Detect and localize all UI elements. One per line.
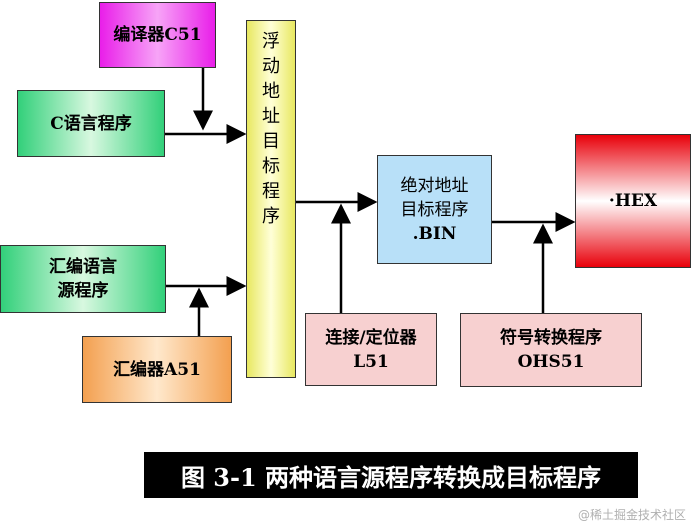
floating-target-label: 浮动地址目标程序 [262, 31, 280, 227]
linker-label-2: L51 [353, 351, 389, 372]
compiler-label: 编译器C51 [113, 25, 202, 45]
absolute-target-label-2: 目标程序 [400, 199, 469, 220]
assembler-label: 汇编器A51 [113, 359, 201, 380]
figure-caption: 图 3-1 两种语言源程序转换成目标程序 [144, 452, 638, 498]
compiler-box: 编译器C51 [99, 2, 216, 68]
hex-box: ·HEX [575, 134, 691, 268]
assembler-box: 汇编器A51 [82, 336, 232, 403]
absolute-target-box: 绝对地址 目标程序 .BIN [377, 155, 492, 264]
absolute-target-label-1: 绝对地址 [400, 175, 469, 196]
ohs-label-2: OHS51 [517, 352, 585, 372]
assembly-program-label-1: 汇编语言 [49, 257, 117, 277]
hex-label: ·HEX [608, 191, 658, 211]
linker-label-1: 连接/定位器 [325, 327, 417, 348]
absolute-target-label-3: .BIN [412, 223, 457, 244]
watermark: @稀土掘金技术社区 [577, 508, 686, 522]
floating-target-box: 浮动地址目标程序 [246, 20, 296, 378]
c-program-label: C语言程序 [50, 113, 132, 134]
ohs-box: 符号转换程序 OHS51 [460, 313, 642, 387]
linker-box: 连接/定位器 L51 [305, 313, 437, 386]
assembly-program-box: 汇编语言 源程序 [0, 245, 166, 313]
assembly-program-label-2: 源程序 [57, 281, 109, 301]
c-program-box: C语言程序 [17, 90, 165, 157]
ohs-label-1: 符号转换程序 [500, 328, 602, 348]
